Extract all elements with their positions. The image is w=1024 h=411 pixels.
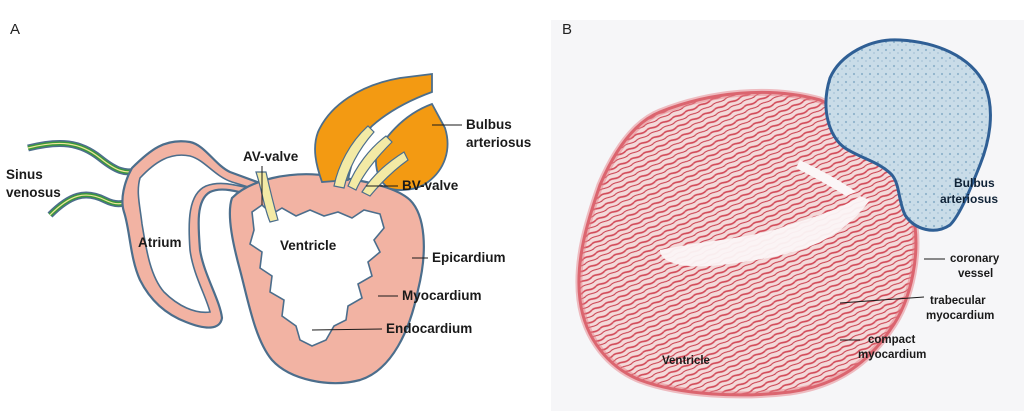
panel-b-histology: B Bulbus arteriosus coronary vessel trab… xyxy=(540,0,1024,411)
label-sinus-venosus-line2: venosus xyxy=(6,185,61,200)
panel-b-letter: B xyxy=(562,21,572,38)
label-epicardium: Epicardium xyxy=(432,250,506,265)
label-trabecular-line2: myocardium xyxy=(926,310,994,322)
label-compact-line1: compact xyxy=(868,334,915,346)
label-myocardium: Myocardium xyxy=(402,288,482,303)
label-av-valve: AV-valve xyxy=(243,149,299,164)
label-atrium: Atrium xyxy=(138,235,182,250)
label-ventricle: Ventricle xyxy=(280,238,337,253)
label-endocardium: Endocardium xyxy=(386,321,472,336)
label-trabecular-line1: trabecular xyxy=(930,295,986,307)
label-sinus-venosus-line1: Sinus xyxy=(6,167,43,182)
label-b-bulbus-line2: arteriosus xyxy=(940,192,998,206)
label-bv-valve: BV-valve xyxy=(402,178,459,193)
label-bulbus-line2: arteriosus xyxy=(466,135,531,150)
panel-a-schematic: A Sinus venosus Atrium AV-valve Ventricl… xyxy=(0,0,540,411)
label-bulbus-line1: Bulbus xyxy=(466,117,512,132)
label-b-bulbus-line1: Bulbus xyxy=(954,176,995,190)
label-coronary-line1: coronary xyxy=(950,253,1000,265)
label-coronary-line2: vessel xyxy=(958,268,993,280)
label-b-ventricle: Ventricle xyxy=(662,355,710,367)
label-compact-line2: myocardium xyxy=(858,349,926,361)
heart-schematic-diagram: A Sinus venosus Atrium AV-valve Ventricl… xyxy=(0,0,540,411)
heart-histology-image: B Bulbus arteriosus coronary vessel trab… xyxy=(540,0,1024,411)
panel-a-letter: A xyxy=(10,21,20,38)
